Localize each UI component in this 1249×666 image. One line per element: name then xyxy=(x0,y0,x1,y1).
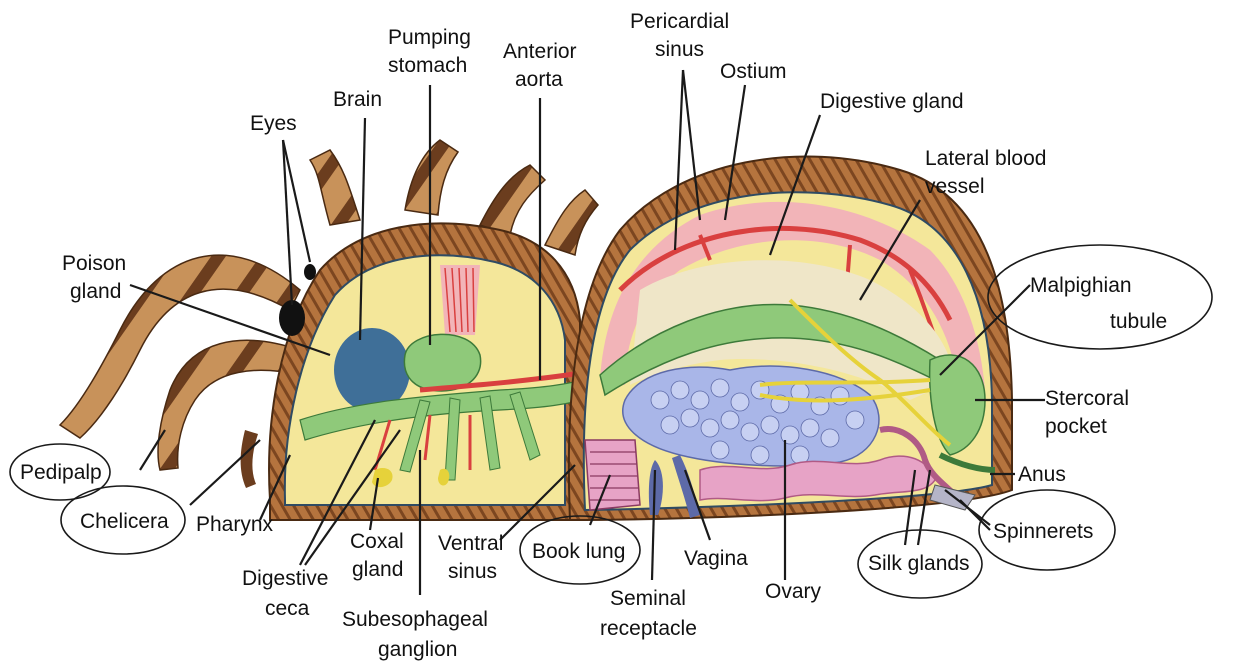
label-eyes: Eyes xyxy=(250,112,297,135)
label-vagina: Vagina xyxy=(684,547,748,570)
label-anterior-aorta-1: Anterior xyxy=(503,40,577,63)
top-leg-3 xyxy=(480,165,545,235)
label-subesophageal-ganglion-1: Subesophageal xyxy=(342,608,488,631)
eye-1 xyxy=(279,300,305,336)
label-pumping-stomach-2: stomach xyxy=(388,54,467,77)
label-seminal-receptacle-2: receptacle xyxy=(600,617,697,640)
label-malpighian-tubule-2: tubule xyxy=(1110,310,1167,333)
malpighian-tubule-ellipse xyxy=(988,245,1212,349)
label-coxal-gland-2: gland xyxy=(352,558,403,581)
label-ventral-sinus-1: Ventral xyxy=(438,532,503,555)
label-subesophageal-ganglion-2: ganglion xyxy=(378,638,457,661)
label-poison-gland-1: Poison xyxy=(62,252,126,275)
label-digestive-ceca-2: ceca xyxy=(265,597,310,620)
pumping-stomach-shape xyxy=(404,334,480,391)
label-lateral-blood-vessel-2: vessel xyxy=(925,175,985,198)
label-poison-gland-2: gland xyxy=(70,280,121,303)
label-seminal-receptacle-1: Seminal xyxy=(610,587,686,610)
label-silk-glands: Silk glands xyxy=(868,552,970,575)
label-ventral-sinus-2: sinus xyxy=(448,560,497,583)
label-digestive-ceca-1: Digestive xyxy=(242,567,328,590)
label-pericardial-sinus-2: sinus xyxy=(655,38,704,61)
label-digestive-gland: Digestive gland xyxy=(820,90,964,113)
label-stercoral-pocket-1: Stercoral xyxy=(1045,387,1129,410)
top-leg-4 xyxy=(545,190,598,255)
top-leg-2 xyxy=(405,140,458,215)
label-pharynx: Pharynx xyxy=(196,513,274,536)
label-stercoral-pocket-2: pocket xyxy=(1045,415,1107,438)
label-chelicera: Chelicera xyxy=(80,510,169,533)
label-anterior-aorta-2: aorta xyxy=(515,68,563,91)
label-brain: Brain xyxy=(333,88,382,111)
label-ovary: Ovary xyxy=(765,580,822,603)
label-lateral-blood-vessel-1: Lateral blood xyxy=(925,147,1046,170)
label-coxal-gland-1: Coxal xyxy=(350,530,404,553)
eye-2 xyxy=(304,264,316,280)
top-leg-1 xyxy=(310,150,360,225)
label-ostium: Ostium xyxy=(720,60,787,83)
label-anus: Anus xyxy=(1018,463,1066,486)
abdomen xyxy=(569,157,1012,521)
label-pedipalp: Pedipalp xyxy=(20,461,102,484)
label-pumping-stomach-1: Pumping xyxy=(388,26,471,49)
label-spinnerets: Spinnerets xyxy=(993,520,1093,543)
chelicera-fang xyxy=(241,430,258,488)
label-malpighian-tubule-1: Malpighian xyxy=(1030,274,1132,297)
label-book-lung: Book lung xyxy=(532,540,625,563)
label-pericardial-sinus-1: Pericardial xyxy=(630,10,729,33)
